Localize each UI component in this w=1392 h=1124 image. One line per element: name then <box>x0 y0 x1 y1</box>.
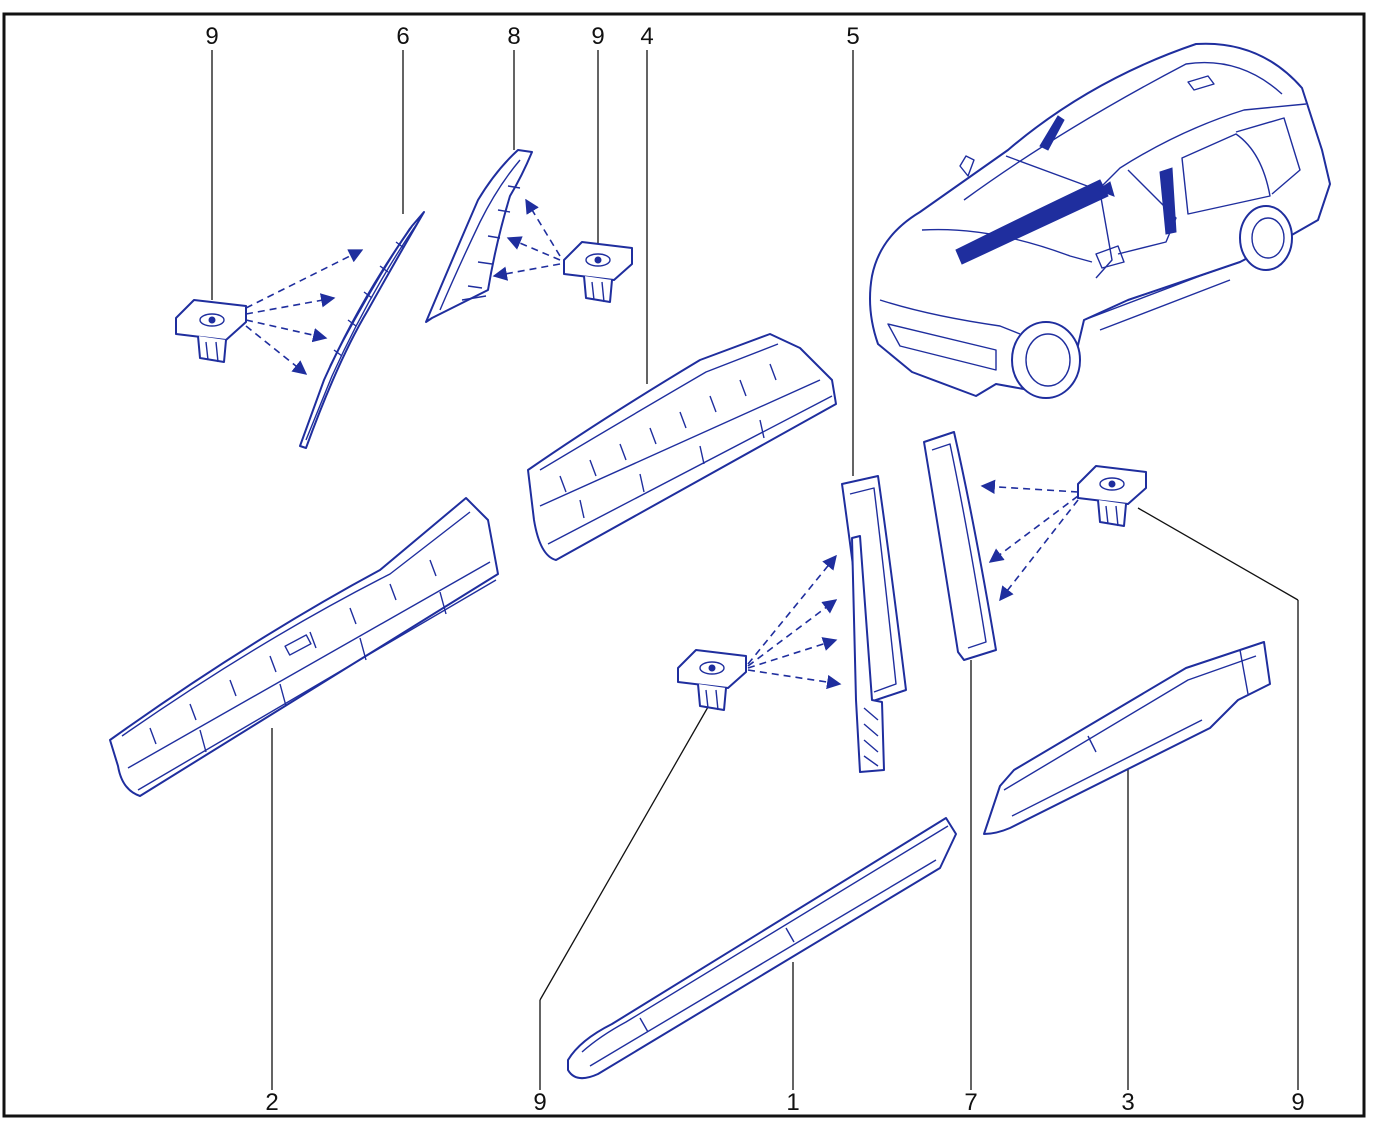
part-3-rear-quarter-moulding <box>983 641 1271 835</box>
part-7-rear-pillar-trim <box>923 431 997 661</box>
callout-bottom-3: 1 <box>786 1089 799 1116</box>
clip-upper-right <box>563 241 633 303</box>
part-1-sill-moulding <box>567 817 957 1080</box>
leader-lines <box>211 50 1299 1090</box>
callout-bottom-4: 7 <box>964 1089 977 1116</box>
vehicle-locator-illustration <box>869 42 1331 399</box>
clip-upper-left <box>175 299 247 363</box>
diagram-frame <box>2 12 1366 1118</box>
part-5-b-pillar-trim <box>841 475 907 773</box>
part-8-front-corner-trim <box>425 149 533 323</box>
callout-top-3: 8 <box>507 23 520 50</box>
callout-bottom-2: 9 <box>533 1089 546 1116</box>
part-4-rear-door-lower-trim <box>527 333 837 561</box>
callout-top-1: 9 <box>205 23 218 50</box>
part-6-front-upper-trim <box>299 211 425 449</box>
callout-top-4: 9 <box>591 23 604 50</box>
clip-lower-right <box>1077 465 1147 527</box>
assembly-arrows <box>245 198 1079 690</box>
callout-bottom-1: 2 <box>265 1089 278 1116</box>
clip-lower-middle <box>677 649 747 711</box>
callout-top-2: 6 <box>396 23 409 50</box>
callout-bottom-5: 3 <box>1121 1089 1134 1116</box>
callout-labels: 9 6 8 9 4 5 2 9 1 7 3 9 <box>205 23 1304 1116</box>
part-2-front-door-lower-trim <box>109 497 499 797</box>
callout-top-5: 4 <box>640 23 653 50</box>
callout-top-6: 5 <box>846 23 859 50</box>
callout-bottom-6: 9 <box>1291 1089 1304 1116</box>
